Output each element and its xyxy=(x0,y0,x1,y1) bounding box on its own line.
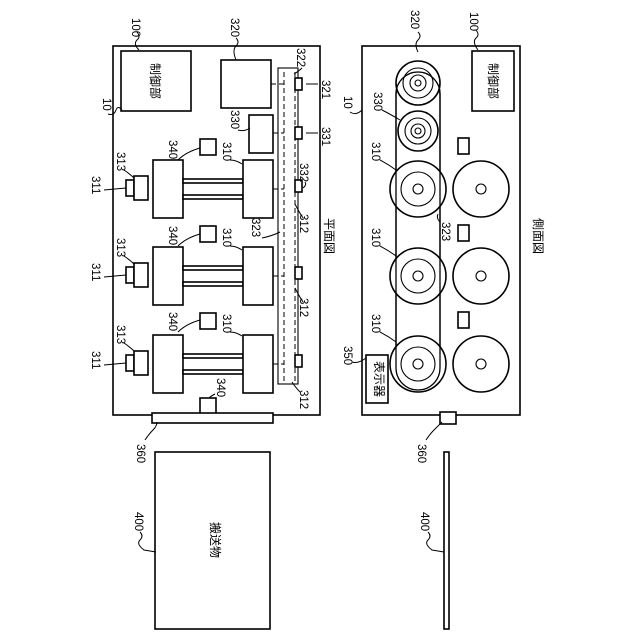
plan-ref-310-b: 310 xyxy=(220,228,232,247)
side-ref-350: 350 xyxy=(341,346,353,365)
plan-ref-311-a: 311 xyxy=(89,176,101,194)
side-ref-310-b: 310 xyxy=(369,228,381,247)
side-ref-400: 400 xyxy=(418,512,430,531)
plan-sensor-340-c xyxy=(200,313,216,329)
plan-ref-312-a: 312 xyxy=(297,214,309,233)
plan-ref-311-c: 311 xyxy=(89,351,101,369)
plan-ref-313-c: 313 xyxy=(114,325,126,344)
plan-motor-320 xyxy=(221,60,271,108)
side-ref-100: 100 xyxy=(467,12,479,31)
side-ref-10: 10 xyxy=(341,96,353,109)
plan-ref-340-a: 340 xyxy=(166,140,178,159)
plan-ref-340-b: 340 xyxy=(166,226,178,245)
side-ref-330: 330 xyxy=(371,92,383,111)
side-caption: 側面図 xyxy=(531,218,545,254)
side-ref-310-c: 310 xyxy=(369,314,381,333)
plan-ref-312-c: 312 xyxy=(297,390,309,409)
side-ref-320: 320 xyxy=(408,10,420,29)
plan-ref-100: 100 xyxy=(129,18,141,37)
plan-pulley-331 xyxy=(295,127,302,139)
plan-control-label: 制御部 xyxy=(148,63,163,99)
plan-pulley-b xyxy=(295,267,302,279)
plan-ref-323: 323 xyxy=(249,218,261,237)
plan-ref-313-b: 313 xyxy=(114,238,126,257)
side-control-label: 制御部 xyxy=(486,63,501,99)
side-display-label: 表示器 xyxy=(372,361,386,397)
plan-sensor-340-d xyxy=(200,398,216,414)
plan-ref-340-d: 340 xyxy=(214,378,226,397)
plan-pulley-321 xyxy=(295,78,302,90)
side-sensor-340-b xyxy=(458,225,469,241)
plan-ref-311-b: 311 xyxy=(89,263,101,281)
side-ref-310-a: 310 xyxy=(369,142,381,161)
plan-ref-310-c: 310 xyxy=(220,314,232,333)
plan-ref-313-a: 313 xyxy=(114,152,126,171)
plan-ref-321: 321 xyxy=(319,80,331,99)
plan-sensor-340-a xyxy=(200,139,216,155)
plan-pulley-c xyxy=(295,355,302,367)
plan-ref-332: 332 xyxy=(297,163,309,182)
plan-ref-400: 400 xyxy=(132,512,144,531)
plan-ref-310-a: 310 xyxy=(220,142,232,161)
plan-ref-10: 10 xyxy=(100,98,112,111)
plan-ref-360: 360 xyxy=(134,444,146,463)
plan-ref-312-b: 312 xyxy=(297,298,309,317)
side-ref-360: 360 xyxy=(415,444,427,463)
plan-caption: 平面図 xyxy=(322,218,336,254)
plan-ref-340-c: 340 xyxy=(166,312,178,331)
side-sensor-340-d xyxy=(440,412,456,424)
plan-view: 制御部 xyxy=(89,18,336,629)
side-sensor-340-a xyxy=(458,138,469,154)
plan-ref-330: 330 xyxy=(228,110,240,129)
side-pulley-320 xyxy=(396,61,440,105)
plan-ref-322: 322 xyxy=(294,48,306,67)
side-sensor-340-c xyxy=(458,312,469,328)
side-plate-400 xyxy=(444,452,449,629)
plan-sensor-340-b xyxy=(200,226,216,242)
plan-motor-330 xyxy=(249,115,273,153)
plan-ref-320: 320 xyxy=(228,18,240,37)
side-pulley-330 xyxy=(398,111,438,151)
plan-ref-331: 331 xyxy=(319,127,331,146)
plan-plate-360 xyxy=(152,413,273,423)
plan-object-label: 搬送物 xyxy=(208,522,223,558)
side-ref-323: 323 xyxy=(439,222,451,241)
side-view: 制御部 表示器 xyxy=(341,10,545,629)
